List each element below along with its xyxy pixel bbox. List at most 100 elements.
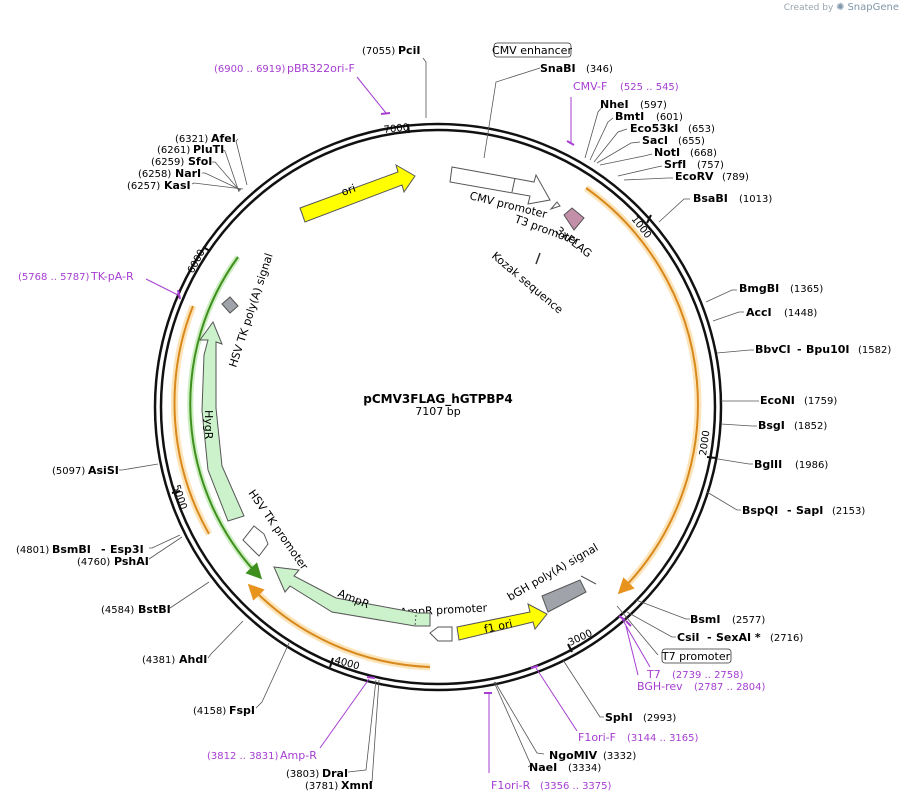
site-name-bsmbi: BsmBI <box>52 543 91 556</box>
feature-label-hygr: HygR <box>202 410 215 440</box>
site-pos-bsgi: (1852) <box>794 421 827 432</box>
tick-2000: 2000 <box>698 430 712 457</box>
site-name-bsmi: BsmI <box>690 613 721 626</box>
feature-3xflag <box>563 207 585 231</box>
site-name-bpu10i: Bpu10I <box>806 343 850 356</box>
primer-range-f1ori-f: (3144 .. 3165) <box>627 733 699 744</box>
feature-kozak <box>535 252 541 265</box>
site-pos-bmti: (601) <box>656 112 683 123</box>
site-name-eco53ki: Eco53kI <box>630 122 678 135</box>
site-pos-sfoi: (6259) <box>151 157 184 168</box>
credit-prefix: Created by <box>783 3 834 13</box>
site-labels: (7055) PciI SnaBI (346) NheI (597) BmtI … <box>16 44 891 792</box>
box-cmv-enhancer <box>493 42 572 58</box>
primer-name-cmv-f: CMV-F <box>573 80 607 93</box>
site-pos-sphi: (2993) <box>643 713 676 724</box>
plasmid-length: 7107 bp <box>415 405 460 418</box>
site-pos-fspi: (4158) <box>193 706 226 717</box>
site-name-srfi: SrfI <box>664 158 686 171</box>
site-pos-ecorv: (789) <box>722 172 749 183</box>
site-name-bmgbi: BmgBI <box>739 282 779 295</box>
site-name-kasi: KasI <box>164 179 191 192</box>
site-pos-drai: (3803) <box>286 769 319 780</box>
primer-name-pbr322ori-f: pBR322ori-F <box>287 62 355 75</box>
site-name-pluti: PluTI <box>193 143 224 156</box>
plasmid-name: pCMV3FLAG_hGTPBP4 <box>363 392 512 407</box>
site-pos-pshai: (4760) <box>77 557 110 568</box>
site-pos-ngomiv: (3332) <box>603 751 636 762</box>
site-pos-csii: (2716) <box>770 633 803 644</box>
site-pos-econi: (1759) <box>804 396 837 407</box>
site-pos-eco53ki: (653) <box>688 124 715 135</box>
primer-range-f1ori-r: (3356 .. 3375) <box>540 781 612 792</box>
primer-name-f1ori-r: F1ori-R <box>491 779 531 792</box>
site-name-bbvci: BbvCI <box>755 343 791 356</box>
site-name-bstbi: BstBI <box>138 603 171 616</box>
site-pos-bspqi: (2153) <box>832 506 865 517</box>
primer-leaders <box>145 76 651 773</box>
site-sep-csii: - <box>707 631 712 644</box>
feature-ampr-promoter <box>429 626 453 642</box>
site-name-pshai: PshAI <box>114 555 149 568</box>
site-name-ngomiv: NgoMIV <box>549 749 598 762</box>
site-pos-srfi: (757) <box>697 160 724 171</box>
site-name-sfoi: SfoI <box>188 155 212 168</box>
site-pos-bbvci: (1582) <box>858 345 891 356</box>
site-sep-bspqi: - <box>787 504 792 517</box>
site-pos-bglii: (1986) <box>795 460 828 471</box>
site-pos-ahdi: (4381) <box>142 655 175 666</box>
site-name-naei: NaeI <box>529 761 557 774</box>
site-name-fspi: FspI <box>229 704 255 717</box>
feature-hsv-tk-polya <box>221 296 239 314</box>
site-name-bsgi: BsgI <box>758 419 785 432</box>
feature-hygr <box>199 320 245 522</box>
feature-cmv-promoter <box>449 166 551 205</box>
site-name-acci: AccI <box>746 306 772 319</box>
site-pos-xmni: (3781) <box>305 781 338 792</box>
credit-brand: SnapGene <box>847 2 899 13</box>
site-name-sapi: SapI <box>796 504 823 517</box>
site-name-asisi: AsiSI <box>88 464 119 477</box>
site-pos-naei: (3334) <box>568 763 601 774</box>
feature-ori <box>299 163 416 223</box>
site-name-ecorv: EcoRV <box>675 170 714 183</box>
site-name-bglii: BglII <box>754 458 782 471</box>
site-name-nari: NarI <box>175 167 201 180</box>
site-pos-pluti: (6261) <box>157 145 190 156</box>
label-cmv-enhancer: CMV enhancer <box>492 44 572 57</box>
site-pos-afei: (6321) <box>175 134 208 145</box>
site-pos-asisi: (5097) <box>52 466 85 477</box>
tick-6000: 6000 <box>186 248 208 276</box>
site-name-pcii: PciI <box>398 44 420 57</box>
site-name-saci: SacI <box>642 134 668 147</box>
primer-name-bgh-rev: BGH-rev <box>637 680 683 693</box>
site-pos-bsabi: (1013) <box>739 194 772 205</box>
orf-arc-gtpbp4 <box>583 185 702 593</box>
site-name-xmni: XmnI <box>341 779 373 792</box>
box-t7-promoter <box>661 648 732 664</box>
site-name-bmti: BmtI <box>615 110 644 123</box>
primer-name-f1ori-f: F1ori-F <box>578 731 616 744</box>
site-name-nhei: NheI <box>600 98 629 111</box>
site-name-noti: NotI <box>654 146 680 159</box>
site-pos-noti: (668) <box>690 148 717 159</box>
site-name-esp3i: Esp3I <box>110 543 144 556</box>
primer-name-t7: T7 <box>646 668 661 681</box>
snapgene-logo: ✺ <box>836 2 845 13</box>
snapgene-credit: Created by ✺ SnapGene <box>784 2 899 13</box>
site-pos-bmgbi: (1365) <box>790 284 823 295</box>
site-name-drai: DraI <box>322 767 348 780</box>
site-name-sexai: SexAI * <box>716 631 761 644</box>
tick-7000: 7000 <box>383 122 409 136</box>
primer-range-amp-r: (3812 .. 3831) <box>207 751 279 762</box>
site-pos-snabi: (346) <box>586 64 613 75</box>
primer-range-t7: (2739 .. 2758) <box>672 670 744 681</box>
site-name-bspqi: BspQI <box>742 504 778 517</box>
feature-bgh-polya <box>541 579 587 613</box>
primer-range-pbr322ori-f: (6900 .. 6919) <box>214 64 286 75</box>
site-name-bsabi: BsaBI <box>693 192 728 205</box>
site-pos-nari: (6258) <box>138 169 171 180</box>
site-pos-pcii: (7055) <box>362 46 395 57</box>
primer-name-tk-pa-r: TK-pA-R <box>90 270 134 283</box>
